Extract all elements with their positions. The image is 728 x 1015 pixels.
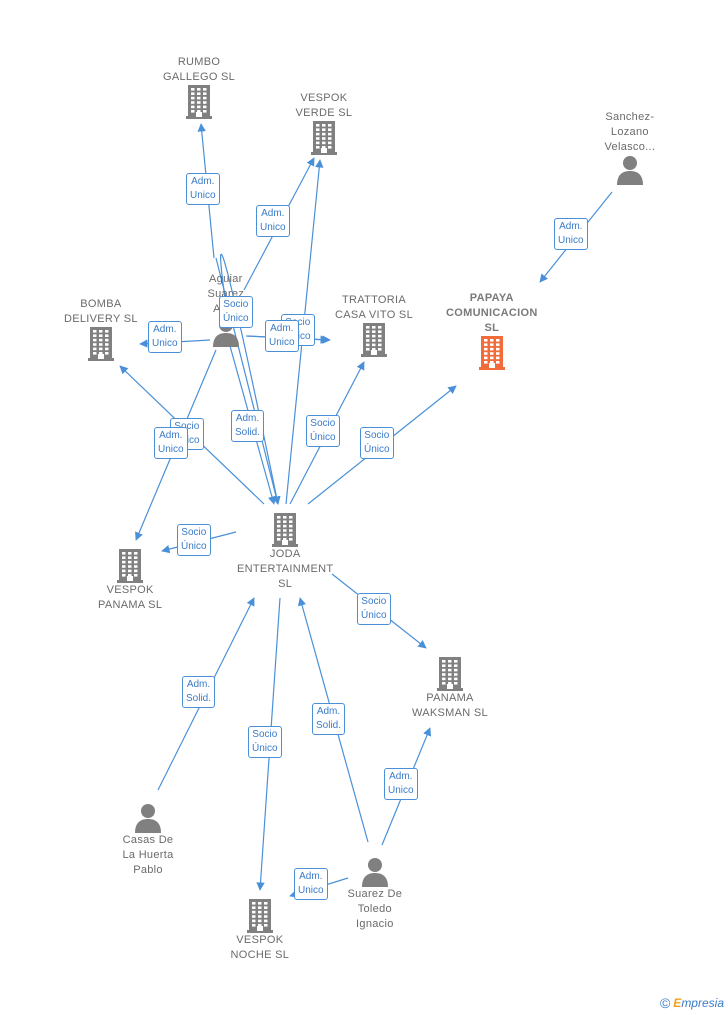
node-casas[interactable]: Casas De La Huerta Pablo <box>123 803 174 878</box>
building-icon <box>478 336 505 370</box>
building-icon <box>360 323 387 357</box>
edge-label: Adm. Unico <box>265 320 299 352</box>
node-bomba[interactable]: BOMBA DELIVERY SL <box>64 297 138 361</box>
building-icon <box>272 513 299 547</box>
node-panama-waksman[interactable]: PANAMA WAKSMAN SL <box>412 657 488 721</box>
edge-label: Adm. Solid. <box>182 676 216 708</box>
edge-label: Socio Único <box>219 296 253 328</box>
person-icon <box>134 803 162 833</box>
person-icon <box>361 857 389 887</box>
building-icon <box>436 657 463 691</box>
node-label: PANAMA WAKSMAN SL <box>412 692 488 719</box>
node-papaya[interactable]: PAPAYA COMUNICACION SL <box>446 291 538 370</box>
node-suarez[interactable]: Suarez De Toledo Ignacio <box>348 857 403 932</box>
node-label: RUMBO GALLEGO SL <box>163 56 236 83</box>
node-trattoria[interactable]: TRATTORIA CASA VITO SL <box>335 293 413 357</box>
building-icon <box>246 899 273 933</box>
node-label: VESPOK PANAMA SL <box>98 584 163 611</box>
node-label: VESPOK NOCHE SL <box>230 934 290 961</box>
brand-text: mpresia <box>681 996 724 1010</box>
edge-label: Adm. Solid. <box>312 703 346 735</box>
edge-label: Adm. Unico <box>256 205 290 237</box>
node-sanchez[interactable]: Sanchez- Lozano Velasco... <box>605 110 656 185</box>
building-icon <box>117 549 144 583</box>
building-icon <box>186 85 213 119</box>
edge-label: Adm. Unico <box>186 173 220 205</box>
node-label: VESPOK VERDE SL <box>295 92 353 119</box>
edge-label: Socio Único <box>357 593 391 625</box>
node-label: Casas De La Huerta Pablo <box>122 834 174 876</box>
node-joda[interactable]: JODA ENTERTAINMENT SL <box>237 513 333 592</box>
node-vespok-verde[interactable]: VESPOK VERDE SL <box>296 91 353 155</box>
copyright-symbol: © <box>659 995 671 1011</box>
edge-label: Adm. Unico <box>294 868 328 900</box>
edge-label: Socio Único <box>248 726 282 758</box>
node-vespok-panama[interactable]: VESPOK PANAMA SL <box>98 549 162 613</box>
node-label: Sanchez- Lozano Velasco... <box>604 111 656 153</box>
edge-label: Socio Único <box>177 524 211 556</box>
edge-label: Socio Único <box>360 427 394 459</box>
edge-label: Adm. Unico <box>148 321 182 353</box>
node-label: PAPAYA COMUNICACION SL <box>446 292 538 334</box>
building-icon <box>310 121 337 155</box>
node-label: TRATTORIA CASA VITO SL <box>335 294 413 321</box>
node-vespok-noche[interactable]: VESPOK NOCHE SL <box>231 899 290 963</box>
building-icon <box>87 327 114 361</box>
node-rumbo[interactable]: RUMBO GALLEGO SL <box>163 55 235 119</box>
node-label: Suarez De Toledo Ignacio <box>347 888 403 930</box>
edge-label: Adm. Solid. <box>231 410 265 442</box>
node-label: BOMBA DELIVERY SL <box>64 298 138 325</box>
edge-label: Adm. Unico <box>384 768 418 800</box>
node-label: JODA ENTERTAINMENT SL <box>237 548 334 590</box>
edge-label: Adm. Unico <box>554 218 588 250</box>
person-icon <box>616 155 644 185</box>
brand-e-glyph: E <box>673 996 682 1010</box>
edge-label: Adm. Unico <box>154 427 188 459</box>
edge-label: Socio Único <box>306 415 340 447</box>
